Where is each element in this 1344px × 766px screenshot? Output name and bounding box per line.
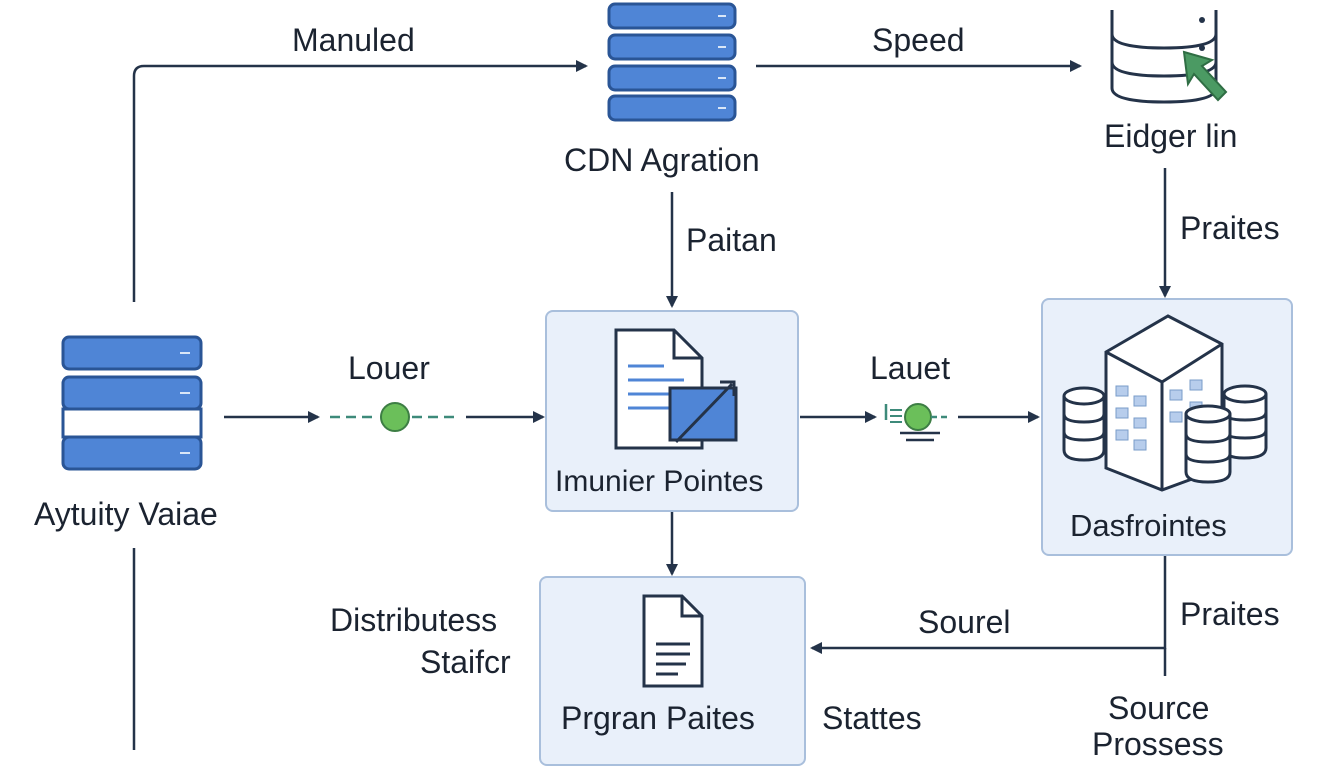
edge-label-praites-bottom: Praites	[1180, 596, 1280, 632]
node-label-dasfrointes: Dasfrointes	[1070, 508, 1227, 543]
louer-link-node	[330, 402, 458, 432]
edge-label-sourel: Sourel	[918, 604, 1011, 640]
node-label-aytuity-vaiae: Aytuity Vaiae	[34, 496, 218, 532]
edge-label-manuled: Manuled	[292, 22, 415, 58]
document-export-icon	[614, 328, 738, 450]
document-icon	[642, 594, 704, 688]
edge-label-speed: Speed	[872, 22, 965, 58]
server-rack-icon	[607, 2, 737, 122]
node-label-imunier-pointes: Imunier Pointes	[555, 465, 764, 498]
edge-label-source: Source	[1108, 690, 1210, 726]
edge-label-staifcr: Staifcr	[420, 644, 511, 680]
datacenter-building-icon	[1062, 314, 1268, 492]
flow-diagram	[132, 60, 1171, 750]
edge-label-prossess: Prossess	[1092, 726, 1224, 762]
server-rack-icon	[61, 335, 203, 471]
node-label-cdn-agration: CDN Agration	[564, 142, 760, 178]
edge-label-praites-top: Praites	[1180, 210, 1280, 246]
edge-label-stattes: Stattes	[822, 700, 922, 736]
edge-label-lauet: Lauet	[870, 350, 951, 386]
node-label-prgran-paites: Prgran Paites	[561, 700, 755, 736]
edge-label-louer: Louer	[348, 350, 430, 386]
edge-manuled	[132, 60, 588, 302]
database-cursor-icon	[1110, 10, 1228, 104]
edge-label-distributess: Distributess	[330, 602, 498, 638]
edge-label-paitan: Paitan	[686, 222, 777, 258]
node-label-eidger-lin: Eidger lin	[1104, 118, 1238, 154]
lauet-link-node	[884, 403, 948, 442]
